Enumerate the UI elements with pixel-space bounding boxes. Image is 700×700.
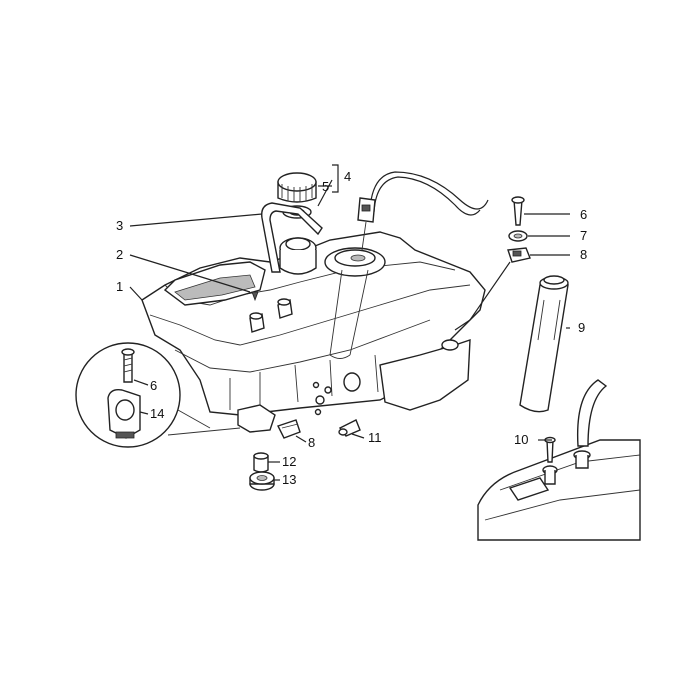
bracket-4-5 [332,164,339,193]
callout-8-right: 8 [580,247,587,262]
callout-9: 9 [578,320,585,335]
callout-14: 14 [150,406,164,421]
callout-7: 7 [580,228,587,243]
callout-11: 11 [368,430,382,445]
callout-6-detail: 6 [150,378,157,393]
fuel-cap [277,172,317,203]
fuel-tank [141,231,486,433]
clip-8 [507,247,531,263]
callout-5: 5 [322,179,329,194]
callout-3: 3 [116,218,123,233]
sender-cable [357,171,489,251]
clip-detail-view [75,342,241,448]
fitting-8-bottom [277,419,301,439]
callout-10: 10 [514,432,528,447]
callout-12: 12 [282,454,296,469]
callout-6-right: 6 [580,207,587,222]
fitting-11 [338,419,361,437]
lower-right-tank [477,379,641,541]
callout-4: 4 [344,169,351,184]
washer-7 [508,230,528,242]
screw-6 [511,196,525,226]
callout-2: 2 [116,247,123,262]
callout-13: 13 [282,472,296,487]
fuel-sender-unit [324,247,386,359]
cap-12 [253,452,269,473]
breather-pipe [261,202,323,273]
grommet-13 [249,471,275,491]
callout-1: 1 [116,279,123,294]
callout-8-bottom: 8 [308,435,315,450]
leader-lines [129,213,570,481]
fuel-filter-tube [519,275,569,413]
callout-labels: 1 2 3 4 5 6 7 8 9 6 14 8 11 10 12 13 [116,169,587,487]
filler-neck [279,237,317,275]
